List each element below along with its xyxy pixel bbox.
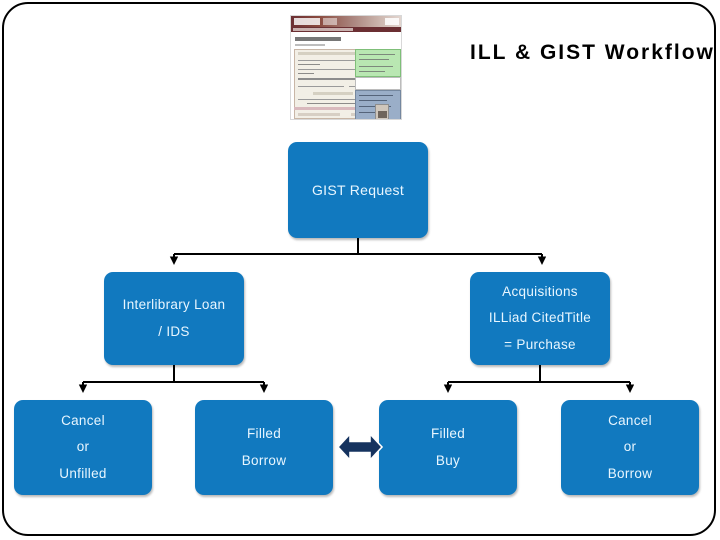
connector-acq-to-outcomes bbox=[443, 365, 635, 393]
thumbnail-panel-text bbox=[359, 95, 393, 96]
node-line: Acquisitions bbox=[502, 284, 578, 300]
thumbnail-form-text bbox=[307, 103, 387, 104]
thumbnail-form-line bbox=[298, 86, 344, 87]
thumbnail-photo-thumb bbox=[375, 104, 389, 119]
node-line: Buy bbox=[435, 452, 461, 468]
thumbnail-panel-text bbox=[359, 66, 393, 67]
thumbnail-banner bbox=[291, 16, 401, 27]
thumbnail-form-line bbox=[298, 60, 398, 61]
node-filled-buy[interactable]: Filled Buy bbox=[379, 400, 517, 495]
thumbnail-form-line bbox=[298, 99, 398, 100]
node-line: Filled bbox=[430, 426, 466, 442]
node-line: Borrow bbox=[241, 452, 287, 468]
double-headed-arrow-icon bbox=[336, 431, 384, 463]
node-cancel-or-borrow[interactable]: Cancel or Borrow bbox=[561, 400, 699, 495]
thumbnail-form-text bbox=[298, 73, 314, 74]
thumbnail-form-row bbox=[313, 92, 353, 95]
page-title: ILL & GIST Workflow bbox=[470, 41, 715, 64]
node-gist-request[interactable]: GIST Request bbox=[288, 142, 428, 238]
thumbnail-section-bar bbox=[294, 107, 401, 110]
node-line: Interlibrary Loan bbox=[122, 297, 226, 313]
node-line: Cancel bbox=[608, 413, 652, 429]
node-line: ILLiad CitedTitle bbox=[488, 310, 592, 326]
thumbnail-subheading bbox=[295, 44, 325, 46]
connector-ill-to-outcomes bbox=[78, 365, 269, 393]
thumbnail-form-text bbox=[298, 64, 320, 65]
thumbnail-form-line bbox=[298, 78, 398, 80]
node-line: / IDS bbox=[158, 323, 190, 339]
thumbnail-banner-right bbox=[385, 18, 399, 25]
thumbnail-green-panel bbox=[355, 49, 401, 77]
thumbnail-panel-text bbox=[359, 112, 383, 113]
thumbnail-panel-text bbox=[359, 71, 385, 72]
thumbnail-heading bbox=[295, 37, 341, 41]
thumbnail-form-line bbox=[298, 69, 398, 70]
thumbnail-form-row bbox=[298, 52, 398, 55]
thumbnail-navbar bbox=[291, 27, 401, 32]
node-line: = Purchase bbox=[504, 336, 576, 352]
thumbnail-panel-text bbox=[359, 54, 395, 55]
node-line: Filled bbox=[246, 426, 282, 442]
thumbnail-white-panel bbox=[355, 77, 401, 90]
node-line: or bbox=[623, 439, 637, 455]
thumbnail-logo bbox=[294, 18, 320, 25]
node-line: Cancel bbox=[61, 413, 105, 429]
illiad-form-screenshot-thumbnail bbox=[290, 15, 402, 120]
thumbnail-button bbox=[298, 113, 340, 116]
node-line: Unfilled bbox=[59, 465, 107, 481]
thumbnail-logo-secondary bbox=[323, 18, 337, 25]
node-interlibrary-loan[interactable]: Interlibrary Loan / IDS bbox=[104, 272, 244, 365]
node-acquisitions[interactable]: Acquisitions ILLiad CitedTitle = Purchas… bbox=[470, 272, 610, 365]
thumbnail-panel-text bbox=[359, 59, 389, 60]
node-line: or bbox=[76, 439, 90, 455]
node-line: Borrow bbox=[607, 465, 653, 481]
node-line: GIST Request bbox=[311, 182, 405, 198]
node-cancel-or-unfilled[interactable]: Cancel or Unfilled bbox=[14, 400, 152, 495]
connector-gist-to-branches bbox=[169, 238, 547, 265]
thumbnail-panel-text bbox=[359, 100, 387, 101]
node-filled-borrow[interactable]: Filled Borrow bbox=[195, 400, 333, 495]
